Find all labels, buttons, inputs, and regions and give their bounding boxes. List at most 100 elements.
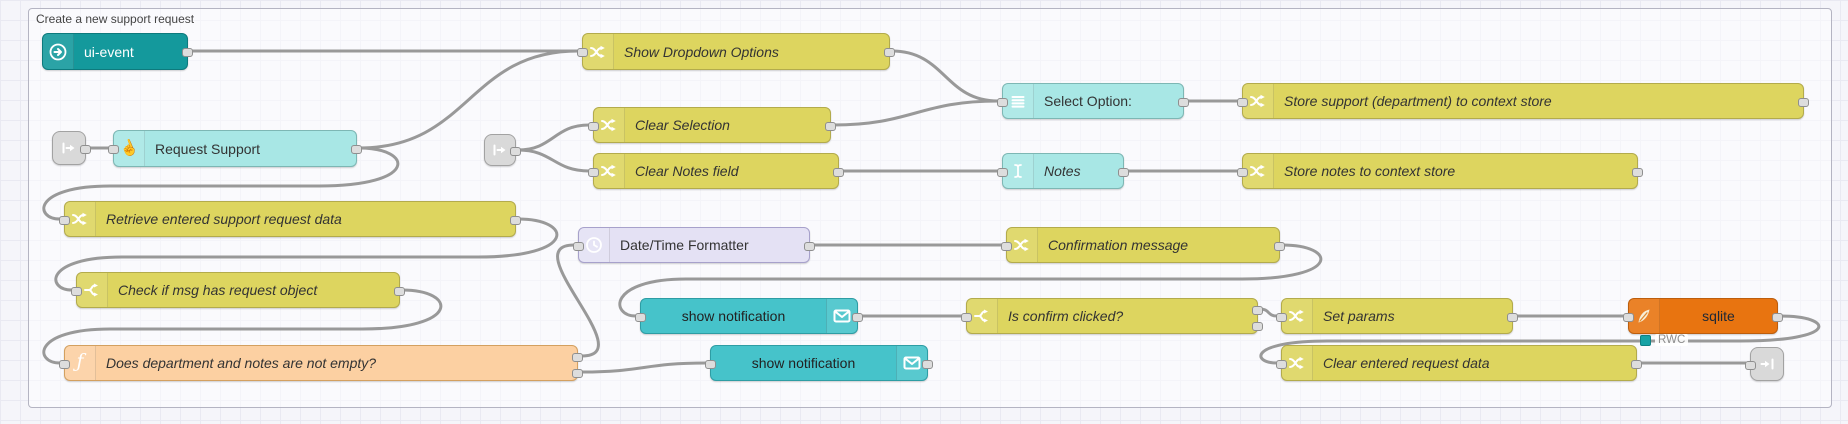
- node-notes[interactable]: Notes: [997, 153, 1129, 189]
- input-port[interactable]: [71, 286, 82, 296]
- function-icon: ƒ: [65, 346, 96, 380]
- shuffle-icon: [1007, 228, 1038, 262]
- input-port[interactable]: [1001, 241, 1012, 251]
- input-port[interactable]: [108, 145, 119, 154]
- output-port[interactable]: [825, 121, 836, 131]
- input-port[interactable]: [1237, 167, 1248, 177]
- output-port[interactable]: [1798, 97, 1809, 107]
- node-ui-event[interactable]: ui-event: [42, 33, 193, 70]
- node-is-confirm[interactable]: Is confirm clicked?: [961, 298, 1263, 334]
- output-port[interactable]: [833, 167, 844, 177]
- sqlite-status: RWC: [1640, 334, 1689, 346]
- shuffle-icon: [594, 108, 625, 142]
- input-port[interactable]: [577, 48, 588, 57]
- group-label: Create a new support request: [36, 12, 195, 26]
- output-port[interactable]: [1507, 312, 1518, 322]
- status-dot-icon: [1640, 334, 1651, 346]
- node-label: Request Support: [155, 140, 261, 157]
- output-port[interactable]: [394, 286, 405, 296]
- output-port[interactable]: [1252, 321, 1263, 331]
- node-show-notification-1[interactable]: show notification: [635, 298, 863, 334]
- list-icon: [1003, 84, 1034, 118]
- wire[interactable]: [517, 123, 590, 152]
- node-link-in-1[interactable]: [52, 131, 91, 165]
- output-port[interactable]: [884, 48, 895, 57]
- node-check-request[interactable]: Check if msg has request object: [71, 272, 405, 308]
- wire[interactable]: [42, 146, 400, 221]
- node-clear-notes[interactable]: Clear Notes field: [588, 153, 844, 189]
- wire[interactable]: [832, 99, 999, 127]
- branch-icon: [77, 273, 108, 307]
- node-set-params[interactable]: Set params: [1276, 298, 1518, 334]
- input-port[interactable]: [588, 167, 599, 177]
- node-clear-selection[interactable]: Clear Selection: [588, 107, 836, 143]
- shuffle-icon: [583, 34, 614, 69]
- wire[interactable]: [618, 243, 1323, 318]
- input-port[interactable]: [635, 312, 646, 322]
- output-port[interactable]: [1274, 241, 1285, 251]
- input-port[interactable]: [961, 312, 972, 322]
- output-port[interactable]: [510, 146, 521, 156]
- output-port[interactable]: [572, 352, 583, 362]
- wire[interactable]: [42, 288, 443, 365]
- node-link-in-2[interactable]: [484, 134, 521, 166]
- output-port[interactable]: [1178, 97, 1189, 107]
- input-port[interactable]: [573, 241, 584, 251]
- node-sqlite[interactable]: sqlite: [1623, 298, 1783, 334]
- input-port[interactable]: [59, 215, 70, 225]
- link-in-icon: [485, 140, 515, 160]
- output-port[interactable]: [1118, 167, 1129, 177]
- output-port[interactable]: [1252, 305, 1263, 315]
- node-store-notes[interactable]: Store notes to context store: [1237, 153, 1643, 189]
- output-port[interactable]: [80, 144, 91, 154]
- node-label: Select Option:: [1044, 93, 1132, 109]
- output-port[interactable]: [510, 215, 521, 225]
- node-select-option[interactable]: Select Option:: [997, 83, 1189, 119]
- output-port[interactable]: [572, 368, 583, 378]
- input-port[interactable]: [705, 359, 716, 369]
- hand-pointer-icon: ☝: [114, 131, 145, 166]
- node-show-dropdown[interactable]: Show Dropdown Options: [577, 33, 895, 70]
- node-show-notification-2[interactable]: show notification: [705, 345, 933, 381]
- shuffle-icon: [594, 154, 625, 188]
- input-port[interactable]: [1276, 359, 1287, 369]
- input-port[interactable]: [1745, 360, 1756, 370]
- output-port[interactable]: [182, 48, 193, 57]
- node-confirmation-message[interactable]: Confirmation message: [1001, 227, 1285, 263]
- input-port[interactable]: [1276, 312, 1287, 322]
- output-port[interactable]: [1631, 359, 1642, 369]
- node-link-out-1[interactable]: [1745, 347, 1784, 381]
- node-store-support[interactable]: Store support (department) to context st…: [1237, 83, 1809, 119]
- wire[interactable]: [54, 217, 559, 292]
- node-label: Set params: [1323, 308, 1395, 324]
- status-text: RWC: [1655, 334, 1689, 346]
- input-port[interactable]: [1623, 312, 1634, 322]
- wire[interactable]: [517, 148, 590, 173]
- clock-icon: [579, 228, 610, 262]
- wire[interactable]: [556, 243, 600, 358]
- output-port[interactable]: [852, 312, 863, 322]
- output-port[interactable]: [1772, 312, 1783, 322]
- input-port[interactable]: [588, 121, 599, 131]
- wire[interactable]: [358, 49, 579, 150]
- node-request-support[interactable]: ☝ Request Support: [108, 130, 362, 167]
- input-port[interactable]: [997, 167, 1008, 177]
- input-port[interactable]: [59, 359, 70, 369]
- wire[interactable]: [1259, 314, 1821, 365]
- wire[interactable]: [581, 361, 707, 374]
- node-retrieve-data[interactable]: Retrieve entered support request data: [59, 201, 521, 237]
- shuffle-icon: [1282, 346, 1313, 380]
- node-datetime-formatter[interactable]: Date/Time Formatter: [573, 227, 815, 263]
- node-label: Clear Selection: [635, 117, 730, 133]
- input-port[interactable]: [997, 97, 1008, 107]
- output-port[interactable]: [804, 241, 815, 251]
- node-label: sqlite: [1702, 308, 1735, 324]
- wire[interactable]: [891, 49, 999, 103]
- output-port[interactable]: [351, 145, 362, 154]
- input-port[interactable]: [1237, 97, 1248, 107]
- output-port[interactable]: [1632, 167, 1643, 177]
- node-clear-entered[interactable]: Clear entered request data: [1276, 345, 1642, 381]
- output-port[interactable]: [922, 359, 933, 369]
